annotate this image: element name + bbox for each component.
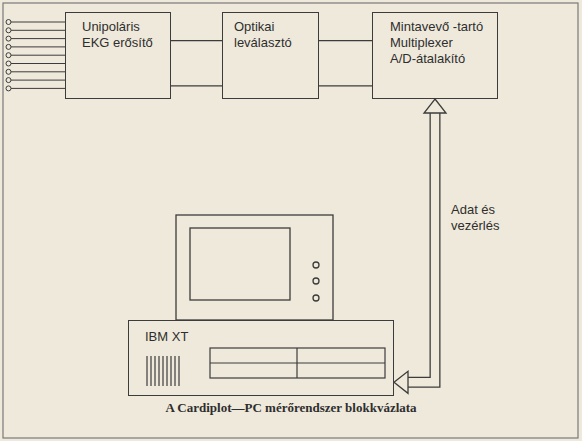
node-text: Unipoláris EKG erősítő: [82, 19, 162, 51]
node-text: Multiplexer: [390, 35, 489, 51]
edge-label: Adat és vezérlés: [449, 201, 517, 235]
computer-base: IBM XT: [128, 320, 394, 396]
converter-box: Mintavevő -tartóMultiplexerA/D-átalakító: [372, 12, 498, 99]
node-text: Mintavevő -tartó: [390, 19, 489, 35]
drive-bays: [210, 348, 385, 378]
signal-line: [319, 40, 372, 41]
monitor: [176, 215, 333, 320]
caption: A Cardiplot—PC mérőrendszer blokkvázlata: [0, 400, 582, 416]
isolator-box: Optikai leválasztó: [222, 12, 319, 99]
amplifier-box: Unipoláris EKG erősítő: [65, 12, 171, 99]
node-text: IBM XT: [145, 329, 377, 345]
signal-line: [319, 85, 372, 86]
node-text: Optikai leválasztó: [234, 19, 310, 51]
frame: [3, 3, 578, 438]
data-control-arrow: [394, 99, 446, 393]
node-text: A/D-átalakító: [390, 51, 489, 67]
input-terminals: [6, 20, 65, 91]
signal-line: [171, 85, 222, 86]
signal-line: [171, 40, 222, 41]
vent-slits: [147, 356, 179, 386]
